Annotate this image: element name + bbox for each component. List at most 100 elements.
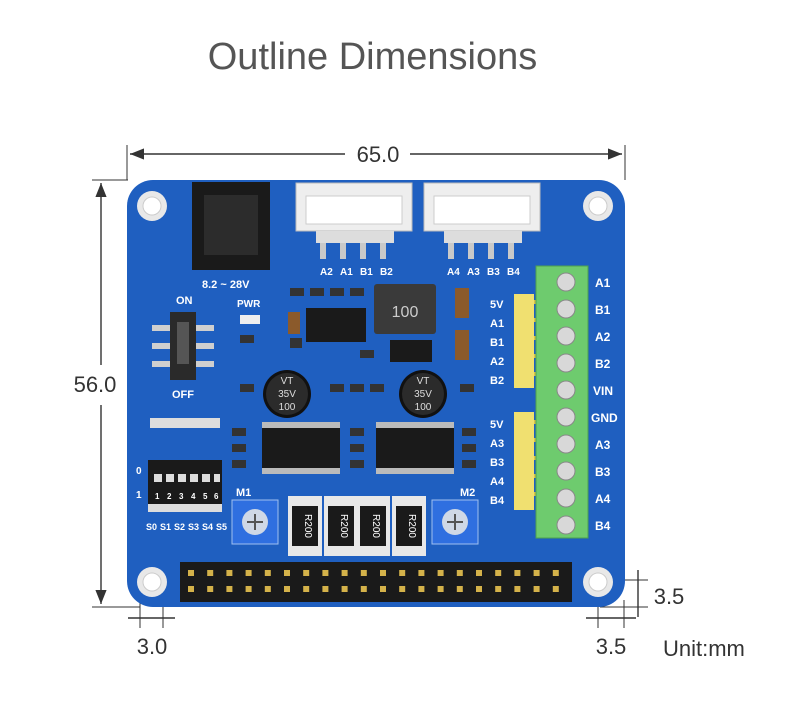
gpio-pin: [552, 586, 559, 592]
capacitor-right-vt: VT: [417, 376, 430, 387]
dip-number-1: 1: [155, 492, 160, 501]
smd-components-top: [240, 288, 374, 358]
gpio-pin: [207, 586, 214, 592]
gpio-pin: [399, 570, 406, 576]
dip-number-3: 3: [179, 492, 184, 501]
inductor-label: 100: [392, 304, 419, 321]
width-label: 65.0: [357, 142, 400, 167]
connector-left-label-3: B1: [360, 267, 373, 278]
hole-offset-left-label: 3.0: [137, 634, 168, 659]
gpio-pin: [284, 570, 290, 576]
pcb-board: 8.2 ~ 28V A2 A1 B1 B2 A4 A3 B3 B4 ON: [127, 180, 625, 607]
terminal-label-1: A1: [595, 276, 611, 290]
switch-off-label: OFF: [172, 389, 194, 401]
dip-1-label: 1: [136, 490, 142, 501]
gpio-pin: [380, 586, 386, 592]
header2-label-3: B3: [490, 457, 504, 469]
gpio-pin: [264, 570, 271, 576]
resistor-1-label: R200: [302, 514, 313, 538]
gpio-pin: [341, 570, 348, 576]
inductor: 100: [374, 284, 436, 334]
dip-number-5: 5: [203, 492, 208, 501]
gpio-pin: [380, 570, 386, 576]
gpio-pin: [303, 586, 310, 592]
motor-connector-left: [295, 182, 413, 259]
dip-s5-label: S5: [216, 522, 227, 532]
motor-connector-right: [423, 182, 541, 259]
gpio-pin: [552, 570, 559, 576]
pwr-led: [240, 315, 260, 324]
connector-left-label-4: B2: [380, 267, 393, 278]
dip-s1-label: S1: [160, 522, 171, 532]
connector-left-label-1: A2: [320, 267, 333, 278]
gpio-pin: [360, 570, 367, 576]
capacitor-right: VT 35V 100: [399, 370, 447, 418]
resistor-3-label: R200: [370, 514, 381, 538]
dc-power-jack: [192, 182, 270, 270]
dip-number-4: 4: [191, 492, 196, 501]
capacitor-left: VT 35V 100: [263, 370, 311, 418]
gpio-pin: [437, 586, 444, 592]
gpio-pin: [418, 570, 425, 576]
gpio-pin: [264, 586, 271, 592]
power-switch: [152, 312, 214, 380]
terminal-label-8: B3: [595, 465, 611, 479]
gpio-pin: [226, 570, 233, 576]
mounting-hole-bottom-right: [583, 567, 613, 597]
sense-resistors: R200 R200 R200 R200: [288, 496, 426, 556]
gpio-header-40pin: [180, 562, 572, 602]
gpio-pin: [341, 586, 348, 592]
gpio-pin: [476, 570, 482, 576]
gpio-pin: [399, 586, 406, 592]
driver-chip-left: [262, 422, 340, 474]
mounting-hole-top-left: [137, 191, 167, 221]
gpio-pin: [322, 586, 329, 592]
header1-label-5: B2: [490, 375, 504, 387]
gpio-pin: [514, 570, 521, 576]
terminal-label-2: B1: [595, 303, 611, 317]
connector-right-label-4: B4: [507, 267, 520, 278]
potentiometer-m2: [431, 499, 479, 545]
gpio-pin: [207, 570, 214, 576]
screw-terminal-block: [535, 265, 589, 539]
gpio-pin: [533, 586, 540, 592]
header1-label-4: A2: [490, 356, 504, 368]
dip-s4-label: S4: [202, 522, 213, 532]
power-input-label: 8.2 ~ 28V: [202, 279, 250, 291]
mounting-hole-top-right: [583, 191, 613, 221]
gpio-pin: [533, 570, 540, 576]
gpio-pin: [456, 586, 463, 592]
terminal-label-5: VIN: [593, 384, 613, 398]
gpio-pin: [495, 586, 502, 592]
width-dimension: 65.0: [126, 142, 626, 180]
dip-number-2: 2: [167, 492, 172, 501]
height-dimension: 56.0: [74, 179, 140, 608]
header2-label-4: A4: [490, 476, 505, 488]
terminal-label-7: A3: [595, 438, 611, 452]
terminal-label-9: A4: [595, 492, 611, 506]
capacitor-right-value: 100: [415, 402, 432, 413]
capacitor-left-vt: VT: [281, 376, 294, 387]
hole-offset-left-dimension: 3.0: [128, 580, 175, 659]
resistor-4-label: R200: [406, 514, 417, 538]
resistor-2-label: R200: [338, 514, 349, 538]
gpio-pin: [226, 586, 233, 592]
dip-switch: ON KE 1 2 3 4 5 6: [148, 418, 222, 512]
gpio-pin: [360, 586, 367, 592]
gpio-pin: [188, 586, 194, 592]
terminal-label-4: B2: [595, 357, 611, 371]
connector-right-label-1: A4: [447, 267, 460, 278]
gpio-pin: [476, 586, 482, 592]
m2-label: M2: [460, 487, 475, 499]
height-label: 56.0: [74, 372, 117, 397]
gpio-pin: [437, 570, 444, 576]
dip-number-6: 6: [214, 492, 219, 501]
header2-label-5: B4: [490, 495, 505, 507]
potentiometer-m1: [231, 499, 279, 545]
terminal-label-3: A2: [595, 330, 611, 344]
hole-offset-right-label: 3.5: [596, 634, 627, 659]
unit-label: Unit:mm: [663, 636, 745, 661]
header2-label-2: A3: [490, 438, 504, 450]
connector-right-label-3: B3: [487, 267, 500, 278]
terminal-label-6: GND: [591, 411, 618, 425]
